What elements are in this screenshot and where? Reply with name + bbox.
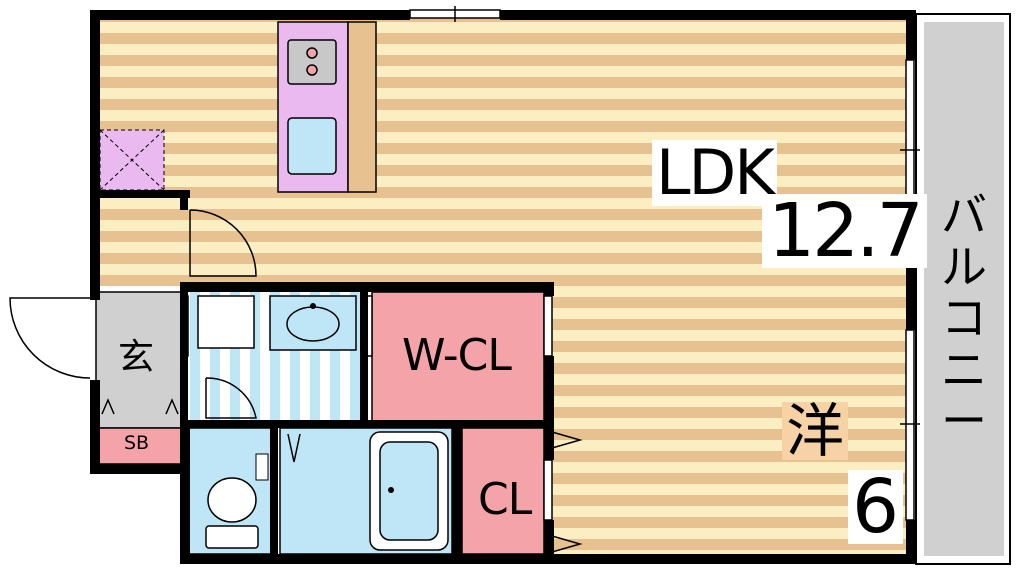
closet-label: CL <box>476 474 534 525</box>
toilet-room <box>187 427 275 555</box>
stove <box>287 39 337 85</box>
ldk-size-label: 12.7 <box>762 194 927 268</box>
balcony-area <box>915 13 1011 565</box>
refrigerator-space <box>99 129 165 191</box>
ldk-label: LDK <box>652 140 777 206</box>
entrance-label: 玄 <box>118 337 155 378</box>
toilet-tank <box>205 525 259 549</box>
entrance-door-swing <box>9 297 91 379</box>
washroom-door-swing <box>205 377 257 419</box>
washing-machine-space <box>197 295 255 349</box>
shoe-box-label: SB <box>124 432 150 454</box>
walls <box>90 10 916 564</box>
wash-basin <box>286 306 340 342</box>
door-swing-ldk <box>189 209 257 277</box>
balcony-label: バルコニー <box>941 188 987 449</box>
kitchen-counter <box>277 21 377 193</box>
western-room-label: 洋 <box>782 402 849 460</box>
toilet-bowl <box>207 477 257 523</box>
doors <box>9 209 583 553</box>
walk-in-closet-label: W-CL <box>398 334 515 378</box>
western-room-size-label: 6 <box>848 470 904 544</box>
kitchen-sink <box>287 117 337 175</box>
burner-icon <box>306 47 318 59</box>
washroom <box>188 290 360 422</box>
bathroom <box>279 427 453 555</box>
burner-icon <box>306 64 318 76</box>
